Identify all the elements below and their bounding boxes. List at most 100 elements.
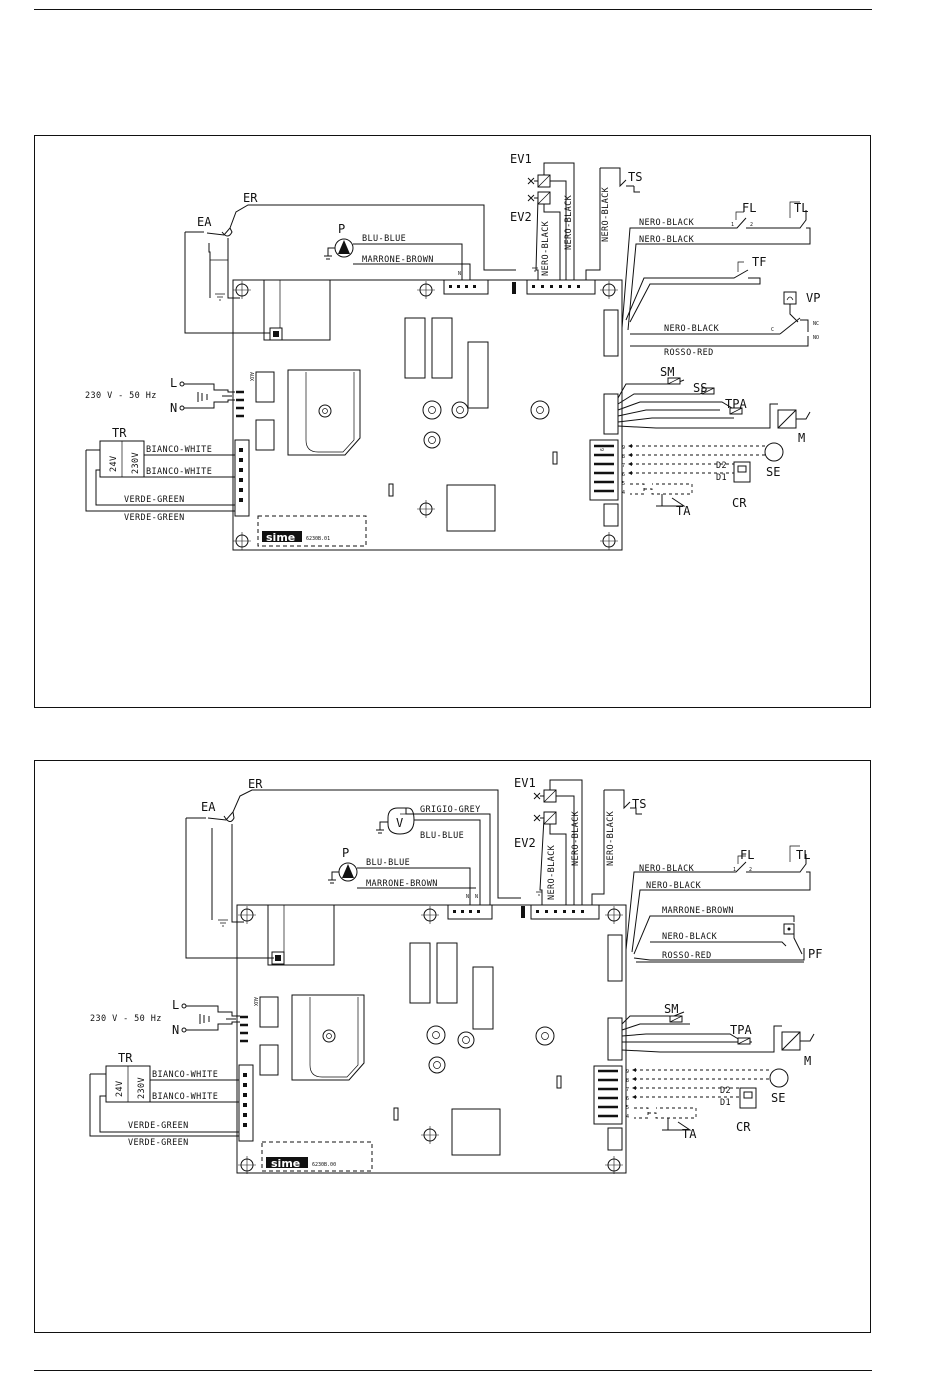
svg-text:9: 9 [598,448,604,451]
microprocessor [446,484,496,532]
wire-nero-tl: NERO-BLACK [639,235,695,245]
label-fl: FL [740,848,754,862]
sime-logo [262,531,302,542]
label-ts: TS [628,170,642,184]
label-ev1: EV1 [514,776,536,790]
svg-text:5: 5 [626,1105,629,1111]
label-v: V [396,816,403,830]
label-er: ER [243,191,258,205]
wire-verde-2: VERDE-GREEN [128,1138,189,1148]
label-ss: SS [693,381,707,395]
connector-top-pump [443,279,489,295]
svg-text:D1: D1 [720,1098,731,1108]
potentiometer-4 [535,1026,555,1046]
potentiometer-2 [457,1031,475,1049]
relay-1 [409,942,431,1004]
svg-text:NC: NC [813,321,819,327]
connector-left-tr [238,1064,254,1142]
ignition-transformer [267,904,335,966]
wiring-diagram-1: AUX sime 6230B.01 EA ER P BLU-BL [85,152,820,551]
microprocessor [451,1108,501,1156]
pf-symbol [783,923,795,935]
label-cr: CR [736,1120,751,1134]
svg-text:NO: NO [813,335,819,341]
wire-rosso: ROSSO-RED [662,951,712,961]
wire-marrone: MARRONE-BROWN [362,255,434,265]
se-probe [764,442,784,462]
wire-rosso: ROSSO-RED [664,348,714,358]
svg-text:C: C [771,327,774,333]
top-rule [34,9,872,10]
terminal-numbers: 9 8 7 6 5 4 [622,445,625,496]
control-board [232,279,623,551]
svg-text:sime: sime [271,1157,300,1170]
label-m: M [804,1054,811,1068]
terminal-block [589,439,619,501]
wire-grigio: GRIGIO-GREY [420,805,481,815]
wire-marrone-p: MARRONE-BROWN [366,879,438,889]
svg-text:1: 1 [731,222,734,228]
svg-text:8: 8 [626,1078,629,1084]
svg-text:1: 1 [733,867,736,873]
cr-device [739,1087,757,1109]
vp-symbol [783,291,797,305]
svg-text:D1: D1 [716,473,727,483]
label-ts: TS [632,797,646,811]
mains-label: 230 V - 50 Hz [85,391,157,401]
diagram-panel-1 [34,135,871,708]
board-code: 6230B.01 [306,536,330,542]
wire-nero-ev2: NERO-BLACK [541,220,551,276]
relay-3 [467,341,489,409]
potentiometer-1 [426,1025,446,1045]
fuse-1 [259,996,279,1028]
wire-nero-fl: NERO-BLACK [639,864,695,874]
label-se: SE [771,1091,785,1105]
svg-text:230V: 230V [131,452,141,474]
label-p: P [342,846,349,860]
relay-2 [436,942,458,1004]
label-sm: SM [660,365,674,379]
wire-bianco-1: BIANCO-WHITE [146,445,212,455]
wiring-diagram-2: AUX sime 6230B.00 EA ER V GRIGIO-GREY BL… [89,776,822,1174]
connector-right-upper [607,934,623,982]
sime-logo [266,1157,308,1168]
label-sm: SM [664,1002,678,1016]
svg-text:9: 9 [622,445,625,451]
svg-text:24V: 24V [115,1080,125,1097]
se-probe [769,1068,789,1088]
label-tf: TF [752,255,766,269]
label-n: N [170,401,177,415]
wire-nero-fl: NERO-BLACK [639,218,695,228]
label-p: P [338,222,345,236]
wire-bianco-1: BIANCO-WHITE [152,1070,218,1080]
svg-text:7: 7 [626,1087,629,1093]
label-tl: TL [796,848,810,862]
terminal-numbers: 9 8 7 6 5 4 [626,1069,629,1120]
label-cr: CR [732,496,747,510]
label-tr: TR [112,426,127,440]
wire-nero-ts: NERO-BLACK [601,186,611,242]
mains-label: 230 V - 50 Hz [90,1014,162,1024]
svg-text:6: 6 [626,1096,629,1102]
wire-nero-tl: NERO-BLACK [646,881,702,891]
wire-verde-1: VERDE-GREEN [128,1121,189,1131]
fuse-1 [255,371,275,403]
label-er: ER [248,777,263,791]
connector-right-lower [607,1127,623,1151]
potentiometer-4 [530,400,550,420]
wire-blu: BLU-BLUE [362,234,406,244]
wire-marrone-pf: MARRONE-BROWN [662,906,734,916]
label-ea: EA [197,215,212,229]
control-board [236,904,627,1174]
relay-2 [431,317,453,379]
label-pf: PF [808,947,822,961]
label-fl: FL [742,201,756,215]
label-ta: TA [676,504,691,518]
svg-text:AUX: AUX [252,997,258,1006]
svg-text:7: 7 [622,463,625,469]
wire-nero-ts: NERO-BLACK [606,810,616,866]
fuse-2 [255,419,275,451]
label-ta: TA [682,1127,697,1141]
diagram-panel-2 [34,760,871,1333]
